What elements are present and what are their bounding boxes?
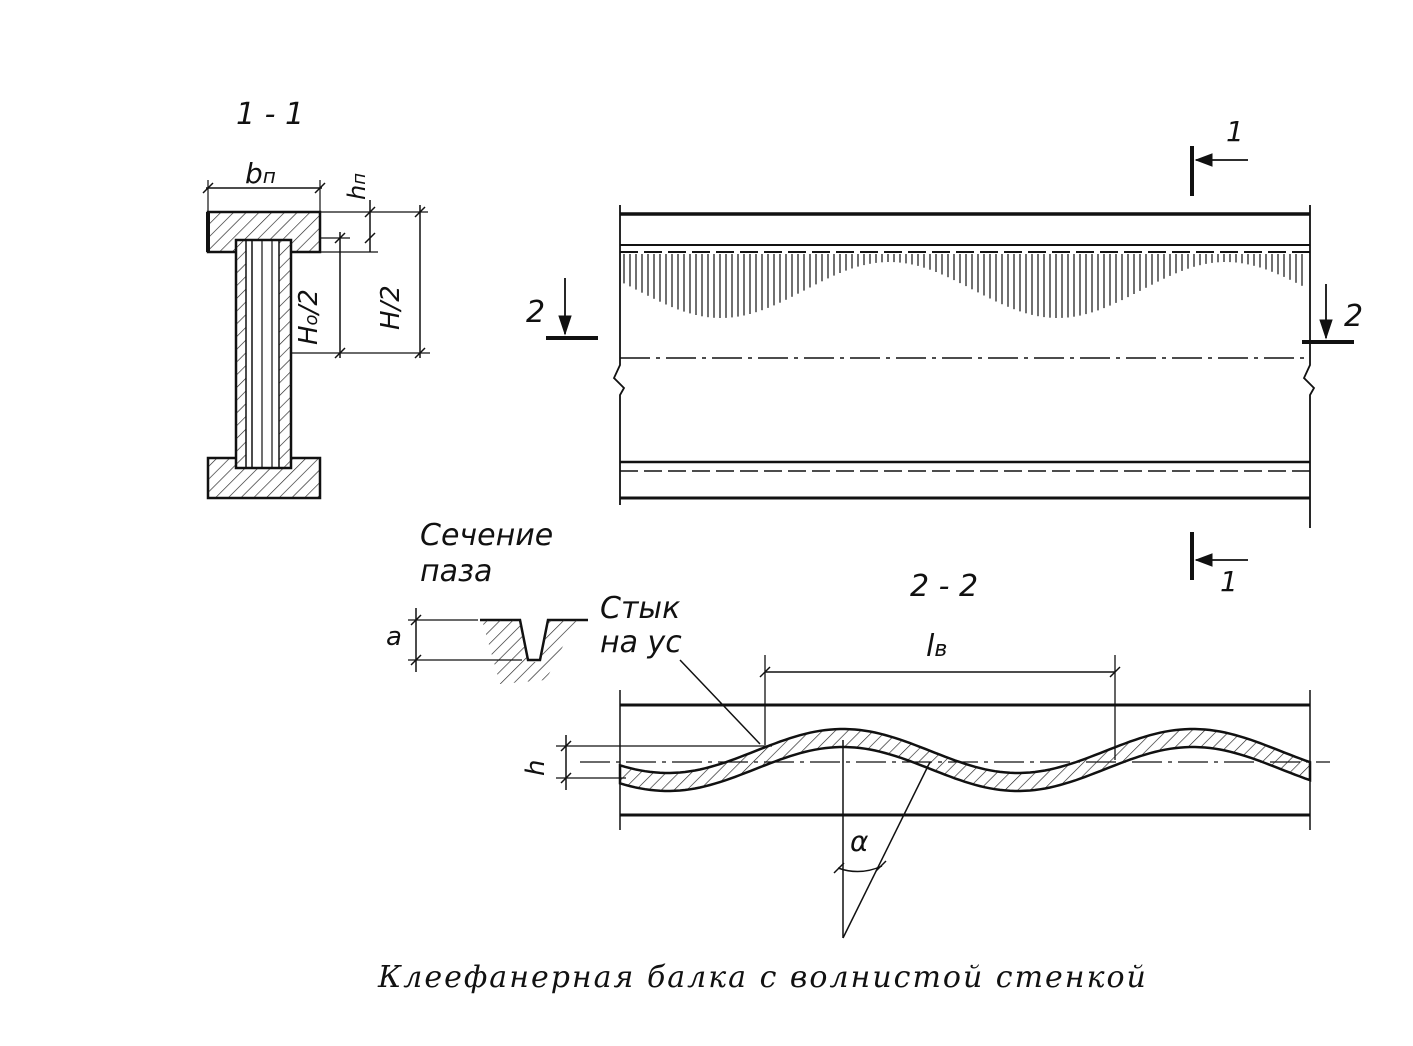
section-1-1-drawing bbox=[202, 180, 430, 500]
section-2-2-drawing bbox=[556, 655, 1330, 939]
dimension-bp: bп bbox=[245, 157, 276, 190]
cut-1-bottom-label: 1 bbox=[1220, 565, 1238, 598]
dimension-h-half: H/2 bbox=[376, 285, 406, 330]
dimension-lv: lв bbox=[926, 629, 948, 664]
angle-alpha: α bbox=[850, 825, 869, 858]
cut-2-right-label: 2 bbox=[1344, 299, 1364, 334]
groove-section-drawing bbox=[408, 608, 588, 684]
cut-1-top-label: 1 bbox=[1226, 115, 1244, 148]
cut-2-left-label: 2 bbox=[526, 295, 546, 330]
dimension-hp: hп bbox=[343, 173, 371, 200]
beam-elevation-drawing bbox=[546, 146, 1354, 580]
dimension-h0-half: Hо/2 bbox=[294, 289, 324, 345]
dimension-a: a bbox=[386, 622, 402, 652]
section-1-1-title: 1 - 1 bbox=[236, 97, 305, 132]
dimension-h: h bbox=[521, 759, 551, 776]
section-2-2-title: 2 - 2 bbox=[910, 569, 979, 604]
figure-caption: Клеефанерная балка с волнистой стенкой bbox=[378, 960, 1148, 995]
